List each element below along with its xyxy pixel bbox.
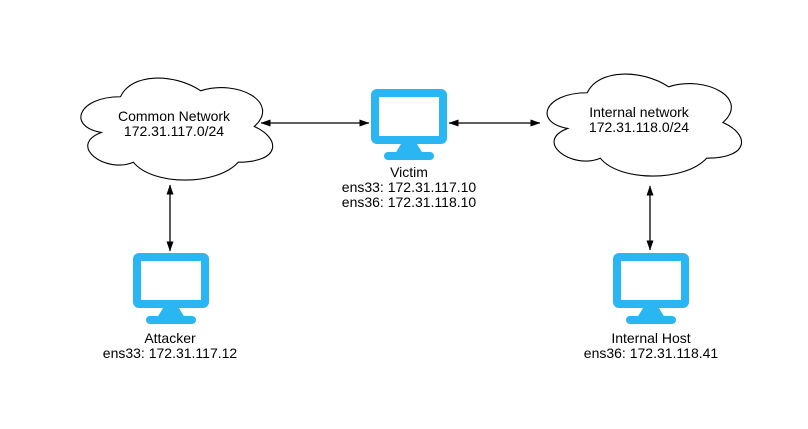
network-name: Common Network: [117, 108, 231, 124]
network-subnet: 172.31.118.0/24: [588, 119, 690, 135]
cloud-icon-internal-network: [532, 62, 751, 183]
victim-label: Victim ens33: 172.31.117.10 ens36: 172.3…: [309, 165, 509, 210]
monitor-icon-attacker: [133, 253, 209, 324]
internal-host-label: Internal Host ens36: 172.31.118.41: [551, 331, 751, 361]
common-network-label: Common Network 172.31.117.0/24: [64, 109, 284, 139]
host-interface: ens33: 172.31.117.12: [102, 345, 238, 361]
host-name: Victim: [390, 164, 428, 180]
network-name: Internal network: [589, 104, 689, 120]
monitor-icon-internal-host: [613, 253, 689, 324]
cloud-icon-common-network: [66, 66, 282, 187]
host-interface: ens36: 172.31.118.10: [341, 194, 477, 210]
monitor-icon-victim: [371, 89, 447, 160]
host-interface: ens33: 172.31.117.10: [341, 179, 477, 195]
host-interface: ens36: 172.31.118.41: [583, 345, 719, 361]
network-subnet: 172.31.117.0/24: [123, 123, 225, 139]
host-name: Internal Host: [611, 330, 691, 346]
internal-network-label: Internal network 172.31.118.0/24: [529, 105, 749, 135]
host-name: Attacker: [144, 330, 196, 346]
attacker-label: Attacker ens33: 172.31.117.12: [70, 331, 270, 361]
